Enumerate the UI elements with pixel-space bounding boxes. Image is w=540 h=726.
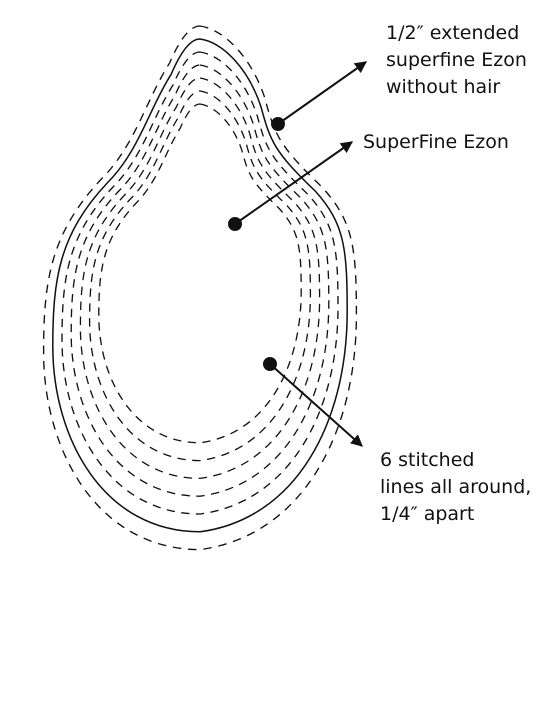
- superfine-label-text: SuperFine Ezon: [363, 131, 509, 153]
- stitched-label-line-2: lines all around,: [380, 476, 532, 498]
- solid-edge-ring: [51, 38, 349, 533]
- stitch-line-2: [70, 64, 330, 497]
- extended-label-line-1: 1/2″ extended: [386, 22, 520, 44]
- extended-arrow: [277, 61, 367, 125]
- stitched-label-line-3: 1/4″ apart: [380, 503, 475, 525]
- callout-pointers: [228, 61, 367, 447]
- superfine-arrow: [234, 141, 353, 225]
- outline-rings: [42, 25, 358, 551]
- stitch-line-1: [61, 51, 339, 515]
- extended-label-line-2: superfine Ezon: [386, 49, 527, 71]
- extended-label-line-3: without hair: [386, 76, 501, 98]
- stitched-arrow: [269, 363, 363, 447]
- superfine-ezon-label: SuperFine Ezon: [363, 129, 509, 156]
- stitch-line-4: [88, 90, 312, 462]
- stitched-lines-label: 6 stitched lines all around, 1/4″ apart: [380, 447, 531, 528]
- stitch-line-3: [79, 77, 321, 480]
- stitched-label-line-1: 6 stitched: [380, 449, 475, 471]
- extended-ezon-label: 1/2″ extended superfine Ezon without hai…: [386, 20, 527, 101]
